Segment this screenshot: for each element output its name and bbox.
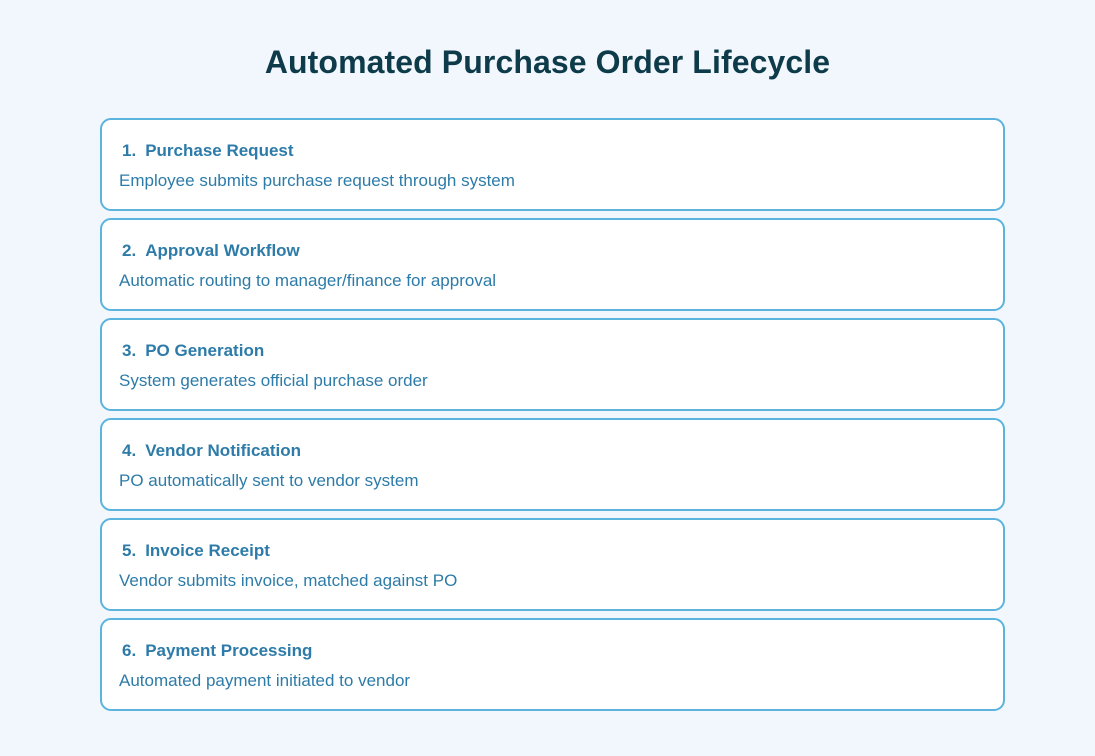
step-header-2: 2. Approval Workflow: [122, 241, 300, 261]
step-description-1: Employee submits purchase request throug…: [119, 171, 515, 190]
step-card-2: 2. Approval Workflow Automatic routing t…: [100, 218, 1005, 311]
step-card-3: 3. PO Generation System generates offici…: [100, 318, 1005, 411]
step-number-1: 1.: [122, 141, 137, 160]
step-description-6: Automated payment initiated to vendor: [119, 671, 411, 690]
step-description-4: PO automatically sent to vendor system: [119, 471, 419, 490]
step-header-1: 1. Purchase Request: [122, 141, 294, 161]
step-number-2: 2.: [122, 241, 137, 260]
step-description-5: Vendor submits invoice, matched against …: [119, 571, 458, 590]
step-header-4: 4. Vendor Notification: [122, 441, 301, 461]
step-header-3: 3. PO Generation: [122, 341, 264, 361]
step-title-1: Purchase Request: [145, 141, 294, 160]
step-header-5: 5. Invoice Receipt: [122, 541, 270, 561]
step-title-3: PO Generation: [145, 341, 265, 360]
step-number-5: 5.: [122, 541, 137, 560]
step-description-2: Automatic routing to manager/finance for…: [119, 271, 497, 290]
step-title-6: Payment Processing: [145, 641, 313, 660]
step-header-6: 6. Payment Processing: [122, 641, 312, 661]
step-title-4: Vendor Notification: [145, 441, 302, 460]
step-description-3: System generates official purchase order: [119, 371, 428, 390]
step-card-6: 6. Payment Processing Automated payment …: [100, 618, 1005, 711]
step-number-4: 4.: [122, 441, 137, 460]
step-list: 1. Purchase Request Employee submits pur…: [100, 118, 1005, 718]
step-number-3: 3.: [122, 341, 137, 360]
step-card-1: 1. Purchase Request Employee submits pur…: [100, 118, 1005, 211]
step-number-6: 6.: [122, 641, 137, 660]
step-title-5: Invoice Receipt: [145, 541, 270, 560]
page-title: Automated Purchase Order Lifecycle: [264, 44, 831, 80]
step-card-5: 5. Invoice Receipt Vendor submits invoic…: [100, 518, 1005, 611]
step-title-2: Approval Workflow: [145, 241, 300, 260]
step-card-4: 4. Vendor Notification PO automatically …: [100, 418, 1005, 511]
